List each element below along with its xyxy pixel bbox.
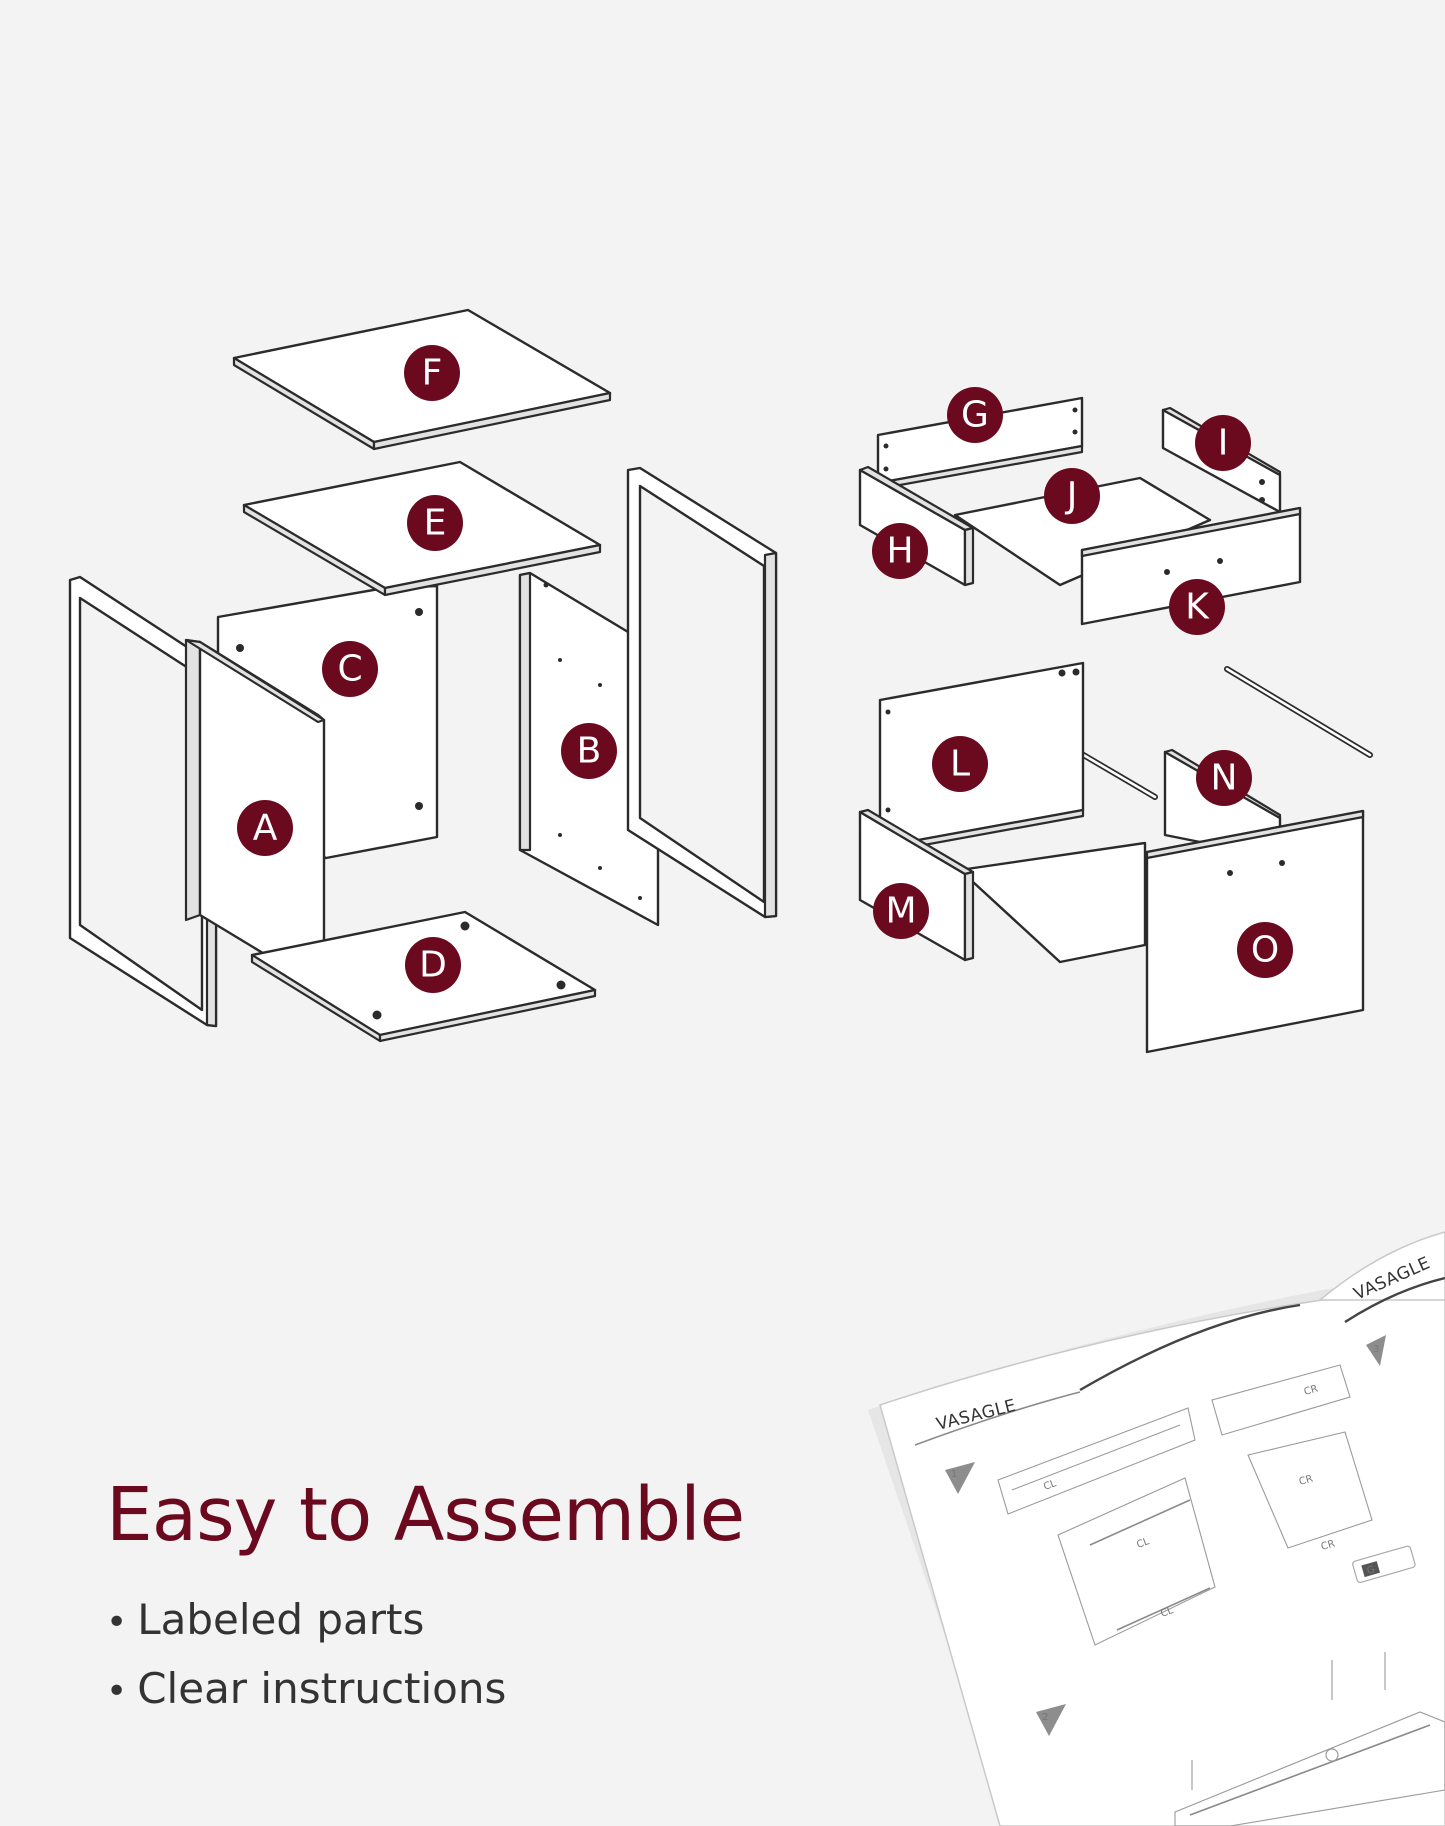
right-side-frame [626, 466, 778, 919]
drawer-bottom-panel [958, 841, 1147, 964]
feature-item-labeled-parts: •Labeled parts [106, 1587, 506, 1656]
svg-text:2: 2 [1042, 1712, 1048, 1723]
badge-l: L [932, 736, 988, 792]
badge-d: D [405, 937, 461, 993]
svg-text:K: K [1185, 587, 1210, 628]
drawer-rod-right [1224, 666, 1373, 758]
svg-text:CL: CL [1159, 1605, 1175, 1620]
svg-text:D: D [419, 945, 447, 986]
svg-text:3: 3 [1373, 1344, 1379, 1355]
svg-text:C: C [337, 649, 362, 690]
badge-f: F [404, 345, 460, 401]
svg-text:M: M [885, 891, 916, 932]
feature-list: •Labeled parts •Clear instructions [106, 1587, 506, 1725]
instruction-manual: VASAGLE VASAGLE 1 2 3 CL CL CL CR CR CR [868, 1231, 1445, 1826]
badge-i: I [1195, 415, 1251, 471]
badge-e: E [407, 495, 463, 551]
svg-text:G: G [961, 395, 989, 436]
svg-text:L: L [950, 744, 970, 785]
badge-n: N [1196, 750, 1252, 806]
svg-text:A: A [253, 808, 278, 849]
svg-text:1: 1 [951, 1469, 957, 1480]
svg-text:CL: CL [1042, 1478, 1058, 1493]
svg-text:F: F [422, 353, 443, 394]
badge-m: M [873, 883, 929, 939]
bullet-icon: • [106, 1602, 128, 1643]
manual-step-3: 3 [1366, 1335, 1386, 1366]
panel-a [184, 638, 326, 992]
svg-text:O: O [1251, 930, 1279, 971]
feature-text: Clear instructions [137, 1664, 507, 1713]
drawer-panel-k [1080, 506, 1302, 626]
badge-j: J [1044, 468, 1100, 524]
badge-h: H [872, 523, 928, 579]
badge-g: G [947, 387, 1003, 443]
badge-a: A [237, 800, 293, 856]
svg-text:E: E [424, 503, 447, 544]
svg-text:CR: CR [1298, 1473, 1314, 1487]
svg-text:J: J [1065, 476, 1078, 517]
badge-c: C [322, 641, 378, 697]
svg-text:N: N [1211, 758, 1238, 799]
feature-text: Labeled parts [137, 1595, 425, 1644]
manual-step-2: 2 [1036, 1704, 1066, 1736]
svg-text:H: H [886, 531, 913, 572]
feature-item-clear-instructions: •Clear instructions [106, 1656, 506, 1725]
badge-k: K [1169, 579, 1225, 635]
svg-text:CL: CL [1135, 1536, 1151, 1551]
svg-text:I: I [1218, 423, 1229, 464]
panel-f [232, 308, 612, 451]
badge-o: O [1237, 922, 1293, 978]
svg-text:CR: CR [1303, 1383, 1319, 1397]
badge-b: B [561, 723, 617, 779]
headline: Easy to Assemble [106, 1472, 745, 1558]
svg-text:CR: CR [1320, 1538, 1336, 1552]
manual-step-1: 1 [945, 1462, 975, 1494]
left-side-frame [68, 575, 218, 1028]
bullet-icon: • [106, 1671, 128, 1712]
svg-text:G: G [1366, 1564, 1376, 1577]
svg-text:B: B [577, 731, 602, 772]
